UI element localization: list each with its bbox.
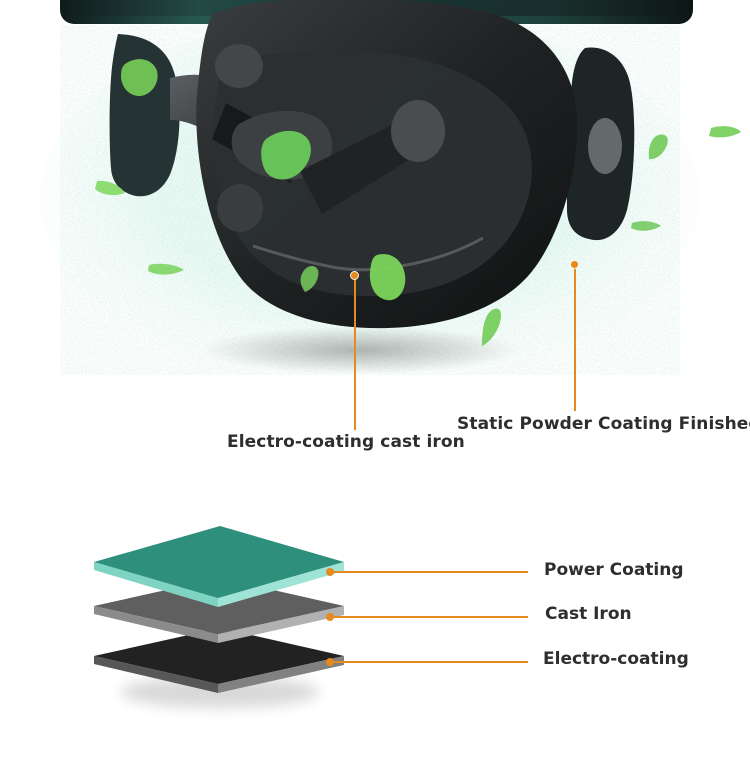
power-coating-layer-side-right bbox=[218, 562, 344, 607]
layer-dot-power-coating bbox=[326, 568, 334, 576]
cover-ridge bbox=[252, 236, 484, 272]
leaf-icon bbox=[121, 59, 158, 96]
callout-line-electro-coating bbox=[354, 276, 356, 430]
layer-dot-electro-coating bbox=[326, 658, 334, 666]
leaf-icon bbox=[648, 134, 668, 160]
coating-layers-diagram bbox=[94, 526, 344, 708]
bolt-head-front bbox=[391, 100, 445, 162]
cast-iron-layer-side-right bbox=[218, 606, 344, 643]
leaf-icon bbox=[369, 254, 406, 301]
layer-line-cast-iron bbox=[331, 616, 528, 618]
bolt-head-lower bbox=[217, 184, 263, 232]
electro-coating-layer-top bbox=[94, 628, 344, 684]
power-coating-layer-top bbox=[94, 526, 344, 598]
layer-label-power-coating: Power Coating bbox=[544, 560, 684, 580]
layer-dot-cast-iron bbox=[326, 613, 334, 621]
layer-line-power-coating bbox=[331, 571, 528, 573]
callout-dot-electro-coating bbox=[350, 271, 359, 280]
leaf-icon bbox=[261, 130, 311, 180]
right-flange-hole bbox=[588, 118, 622, 174]
leaf-icon bbox=[148, 263, 184, 275]
pump-illustration bbox=[40, 0, 741, 390]
leaf-icon bbox=[95, 180, 125, 196]
electro-coating-layer-side-left bbox=[94, 656, 218, 693]
bolt-head-top bbox=[215, 44, 263, 88]
pump-shadow bbox=[200, 326, 520, 374]
right-flange bbox=[567, 47, 635, 241]
callout-dot-static-powder bbox=[570, 260, 579, 269]
leaf-icon bbox=[300, 266, 319, 292]
leaf-icon bbox=[482, 308, 501, 346]
cast-iron-layer-side-left bbox=[94, 606, 218, 643]
layer-label-electro-coating: Electro-coating bbox=[543, 649, 689, 669]
electro-coating-layer-side-right bbox=[218, 656, 344, 693]
callout-line-static-powder bbox=[574, 265, 576, 411]
leaf-icon bbox=[631, 221, 661, 231]
layer-label-cast-iron: Cast Iron bbox=[545, 604, 632, 624]
callout-electro-coating-cast-iron: Electro-coating cast iron bbox=[227, 432, 465, 452]
power-coating-layer-side-left bbox=[94, 562, 218, 607]
leaf-icon bbox=[709, 126, 741, 138]
layer-line-electro-coating bbox=[331, 661, 528, 663]
callout-static-powder-coating: Static Powder Coating Finished bbox=[457, 414, 750, 434]
